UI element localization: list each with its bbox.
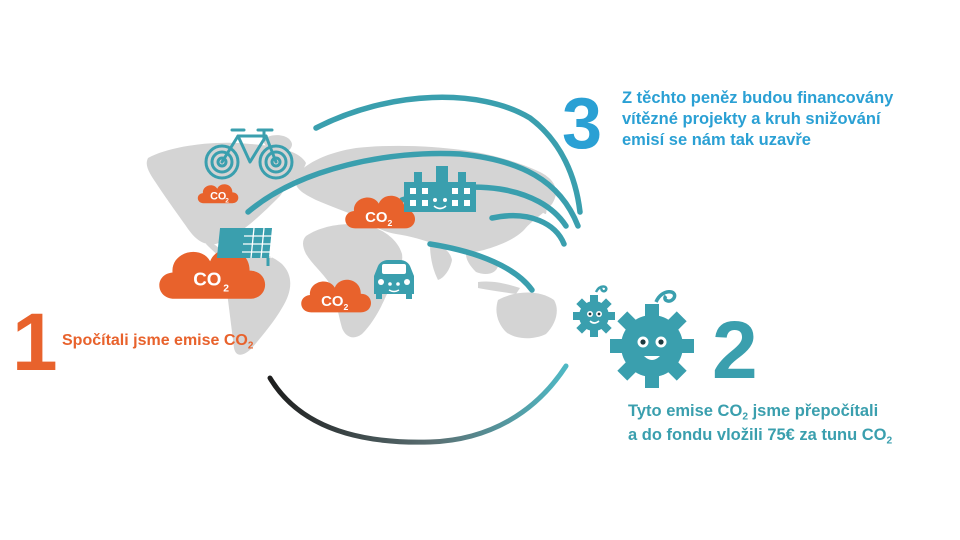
car-icon: [374, 260, 414, 299]
gear-large: [610, 290, 694, 388]
arc-return: [267, 363, 569, 445]
svg-text:CO: CO: [210, 191, 226, 203]
svg-text:2: 2: [343, 302, 348, 312]
svg-text:CO: CO: [365, 210, 387, 226]
map-africa: [303, 224, 403, 338]
gear-mascot-icon: [573, 285, 694, 388]
bicycle-icon: [204, 128, 294, 180]
svg-text:CO: CO: [321, 294, 343, 310]
map-india: [430, 244, 452, 280]
step-3-line-3: emisí se nám tak uzavře: [622, 131, 811, 149]
cloud-small-na: CO2: [197, 184, 239, 204]
step-3-number: 3: [562, 84, 603, 164]
map-indonesia: [478, 281, 520, 294]
svg-text:CO: CO: [193, 269, 221, 290]
svg-text:2: 2: [225, 197, 229, 204]
arc-5: [427, 241, 535, 293]
svg-text:2: 2: [387, 218, 392, 228]
map-australia: [496, 292, 557, 339]
step-3-text: Z těchto peněz budou financovány vítězné…: [622, 88, 952, 151]
step-2-text: Tyto emise CO2 jsme přepočítali a do fon…: [628, 399, 958, 447]
step-2-number: 2: [712, 305, 758, 396]
step-3-line-2: vítězné projekty a kruh snižování: [622, 110, 881, 128]
step-3-line-1: Z těchto peněz budou financovány: [622, 89, 894, 107]
step-1-text: Spočítali jsme emise CO2: [62, 332, 254, 352]
factory-icon: [404, 166, 476, 212]
gear-small: [573, 285, 615, 337]
step-1-number: 1: [12, 297, 58, 388]
svg-text:2: 2: [223, 283, 229, 294]
arc-2: [245, 150, 581, 229]
arc-top: [313, 94, 583, 215]
solar-panel-icon: [216, 227, 295, 266]
arc-4: [489, 212, 567, 247]
step-2-line-1: Tyto emise CO2 jsme přepočítali: [628, 402, 879, 423]
map-se-asia: [466, 253, 498, 274]
step-2-line-2: a do fondu vložili 75€ za tunu CO2: [628, 426, 893, 447]
